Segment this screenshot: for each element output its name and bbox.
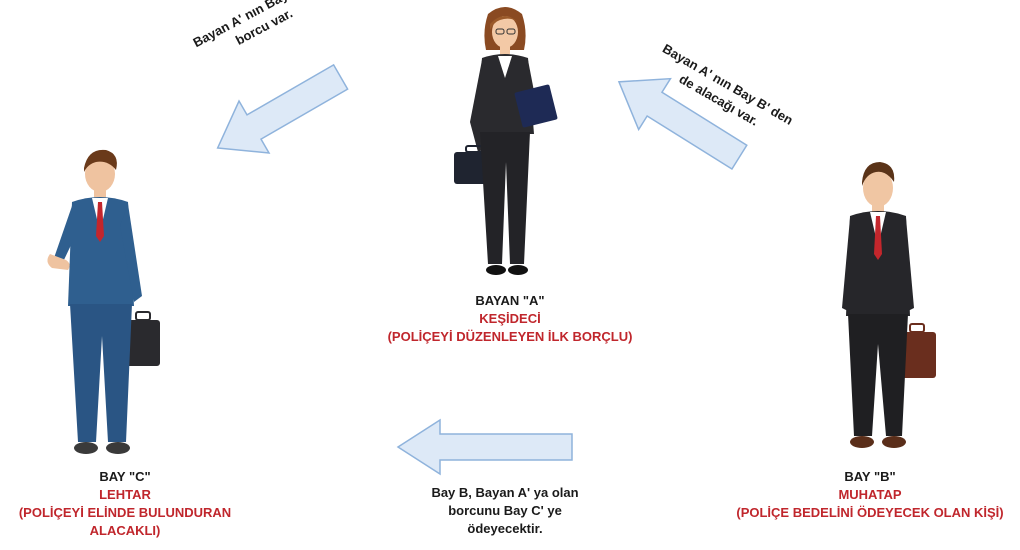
arrow-b-to-c-line1: Bay B, Bayan A' ya olan — [431, 485, 579, 500]
person-a-label: BAYAN "A" KEŞİDECİ (POLİÇEYİ DÜZENLEYEN … — [380, 292, 640, 346]
person-b-label: BAY "B" MUHATAP (POLİÇE BEDELİNİ ÖDEYECE… — [722, 468, 1018, 522]
person-b-desc: (POLİÇE BEDELİNİ ÖDEYECEK OLAN KİŞİ) — [736, 505, 1004, 520]
arrow-b-to-c-line2: borcunu Bay C' ye — [448, 503, 562, 518]
person-b-name: BAY "B" — [844, 469, 896, 484]
arrow-b-to-c-line3: ödeyecektir. — [467, 521, 543, 536]
businesswoman-a-figure — [454, 7, 558, 275]
person-a-role: KEŞİDECİ — [479, 311, 541, 326]
arrow-b-to-c-text: Bay B, Bayan A' ya olan borcunu Bay C' y… — [400, 484, 610, 538]
person-c-name: BAY "C" — [99, 469, 151, 484]
person-b-role: MUHATAP — [838, 487, 902, 502]
person-a-desc: (POLİÇEYİ DÜZENLEYEN İLK BORÇLU) — [387, 329, 633, 344]
person-c-desc-line1: (POLİÇEYİ ELİNDE BULUNDURAN — [18, 505, 232, 520]
businessman-b-figure — [842, 162, 936, 448]
person-a-name: BAYAN "A" — [475, 293, 545, 308]
person-c-role: LEHTAR — [99, 487, 151, 502]
person-c-label: BAY "C" LEHTAR (POLİÇEYİ ELİNDE BULUNDUR… — [0, 468, 250, 540]
person-c-desc-line2: ALACAKLI) — [89, 523, 161, 538]
businessman-c-figure — [47, 149, 160, 454]
